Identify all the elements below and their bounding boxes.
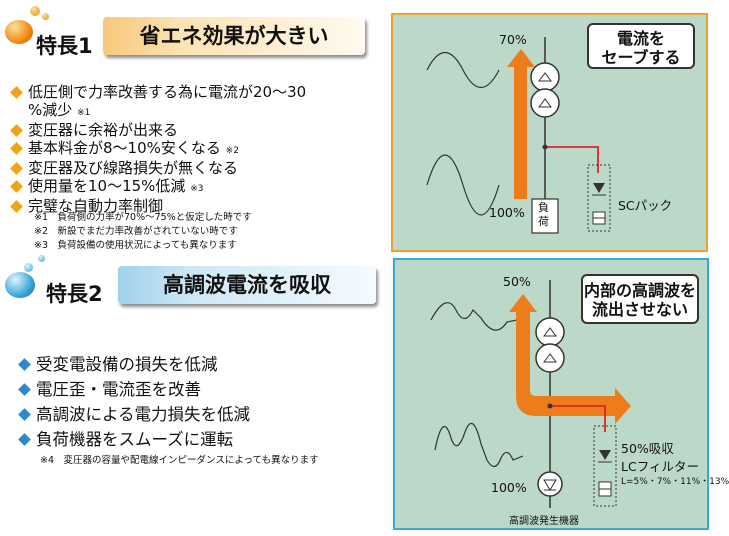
list-item: %減少 ※1 xyxy=(28,100,91,119)
feature2-title: 高調波電流を吸収 xyxy=(118,266,376,304)
current-wave-large-icon xyxy=(426,154,500,216)
load-box xyxy=(531,198,559,234)
harmonic-generator-icon xyxy=(537,471,563,497)
feature1-diagram: 電流を セーブする 70% 100% 負 荷 SCパック xyxy=(391,13,708,252)
list-item: 高調波による電力損失を低減 xyxy=(18,402,250,427)
top-percent: 50% xyxy=(503,274,531,289)
footnote: ※1 負荷側の力率が70%～75%と仮定した時です xyxy=(34,212,252,223)
feature1-diagram-graphic xyxy=(426,37,611,234)
filter-label: LCフィルター xyxy=(621,459,699,474)
blue-bubble-icon xyxy=(5,272,35,298)
orange-bubble-icon xyxy=(5,20,33,44)
diamond-bullet-icon xyxy=(18,358,31,371)
feature2-diagram-graphic xyxy=(430,280,631,508)
feature1-callout: 電流を セーブする xyxy=(587,23,695,69)
transformer-icon xyxy=(535,317,565,347)
blue-bubble-small-icon xyxy=(24,263,33,272)
feature1-title: 省エネ効果が大きい xyxy=(103,17,365,55)
bottom-percent: 100% xyxy=(489,205,525,220)
feature2-label: 特長2 xyxy=(46,282,103,306)
device-label: SCパック xyxy=(618,198,673,213)
harmonic-arrow-icon xyxy=(509,294,631,480)
current-arrow-icon xyxy=(507,49,535,199)
feature2-callout: 内部の高調波を 流出させない xyxy=(581,274,699,324)
list-item: 負荷機器をスムーズに運転 xyxy=(18,427,250,452)
footnote: ※2 新設でまだ力率改善がされていない時です xyxy=(34,226,238,237)
lc-filter-device-icon xyxy=(593,425,617,507)
list-item: 変圧器に余裕が出来る xyxy=(10,121,306,140)
list-item: 受変電設備の損失を低減 xyxy=(18,352,250,377)
feature2-diagram: 内部の高調波を 流出させない 50% 100% 50%吸収 LCフィルター L=… xyxy=(393,258,729,530)
filter-spec: L=5%・7%・11%・13% xyxy=(621,477,729,487)
orange-bubble-tiny-icon xyxy=(42,13,49,20)
list-item: 基本料金が8～10%安くなる ※2 xyxy=(10,139,306,161)
diamond-bullet-icon xyxy=(18,383,31,396)
feature2-notes: ※4 変圧器の容量や配電線インピーダンスによっても異なります xyxy=(40,454,319,468)
list-item: 完璧な自動力率制御 xyxy=(10,197,306,216)
voltage-wave-icon xyxy=(426,52,500,88)
diamond-bullet-icon xyxy=(18,408,31,421)
diamond-bullet-icon xyxy=(10,179,23,193)
feature2-bullet-list: 受変電設備の損失を低減 電圧歪・電流歪を改善 高調波による電力損失を低減 負荷機… xyxy=(18,352,250,452)
bottom-percent: 100% xyxy=(491,480,527,495)
voltage-wave-icon xyxy=(430,302,518,331)
diamond-bullet-icon xyxy=(18,433,31,446)
absorb-label: 50%吸収 xyxy=(621,441,674,456)
device-label: 高調波発生機器 xyxy=(509,516,579,527)
footnote: ※3 負荷設備の使用状況によっても異なります xyxy=(34,240,237,251)
list-item: 変圧器及び線路損失が無くなる xyxy=(10,159,306,178)
diamond-bullet-icon xyxy=(10,124,23,137)
top-percent: 70% xyxy=(499,32,527,47)
distorted-current-wave-icon xyxy=(434,422,524,468)
transformer-icon xyxy=(530,62,560,92)
feature1-notes: ※1 負荷側の力率が70%～75%と仮定した時です ※2 新設でまだ力率改善がさ… xyxy=(34,211,252,253)
diamond-bullet-icon xyxy=(10,141,23,155)
footnote: ※4 変圧器の容量や配電線インピーダンスによっても異なります xyxy=(40,455,319,466)
list-item: 低圧側で力率改善する為に電流が20～30 xyxy=(10,83,306,102)
list-item: 電圧歪・電流歪を改善 xyxy=(18,377,250,402)
blue-bubble-tiny-icon xyxy=(38,255,45,262)
diamond-bullet-icon xyxy=(10,200,23,213)
orange-bubble-small-icon xyxy=(30,6,40,16)
diamond-bullet-icon xyxy=(10,86,23,99)
feature1-label: 特長1 xyxy=(36,34,93,58)
load-label: 負 荷 xyxy=(538,201,549,228)
diamond-bullet-icon xyxy=(10,162,23,175)
list-item: 使用量を10～15%低減 ※3 xyxy=(10,177,306,199)
feature1-bullet-list: 低圧側で力率改善する為に電流が20～30 %減少 ※1 変圧器に余裕が出来る 基… xyxy=(10,83,306,216)
